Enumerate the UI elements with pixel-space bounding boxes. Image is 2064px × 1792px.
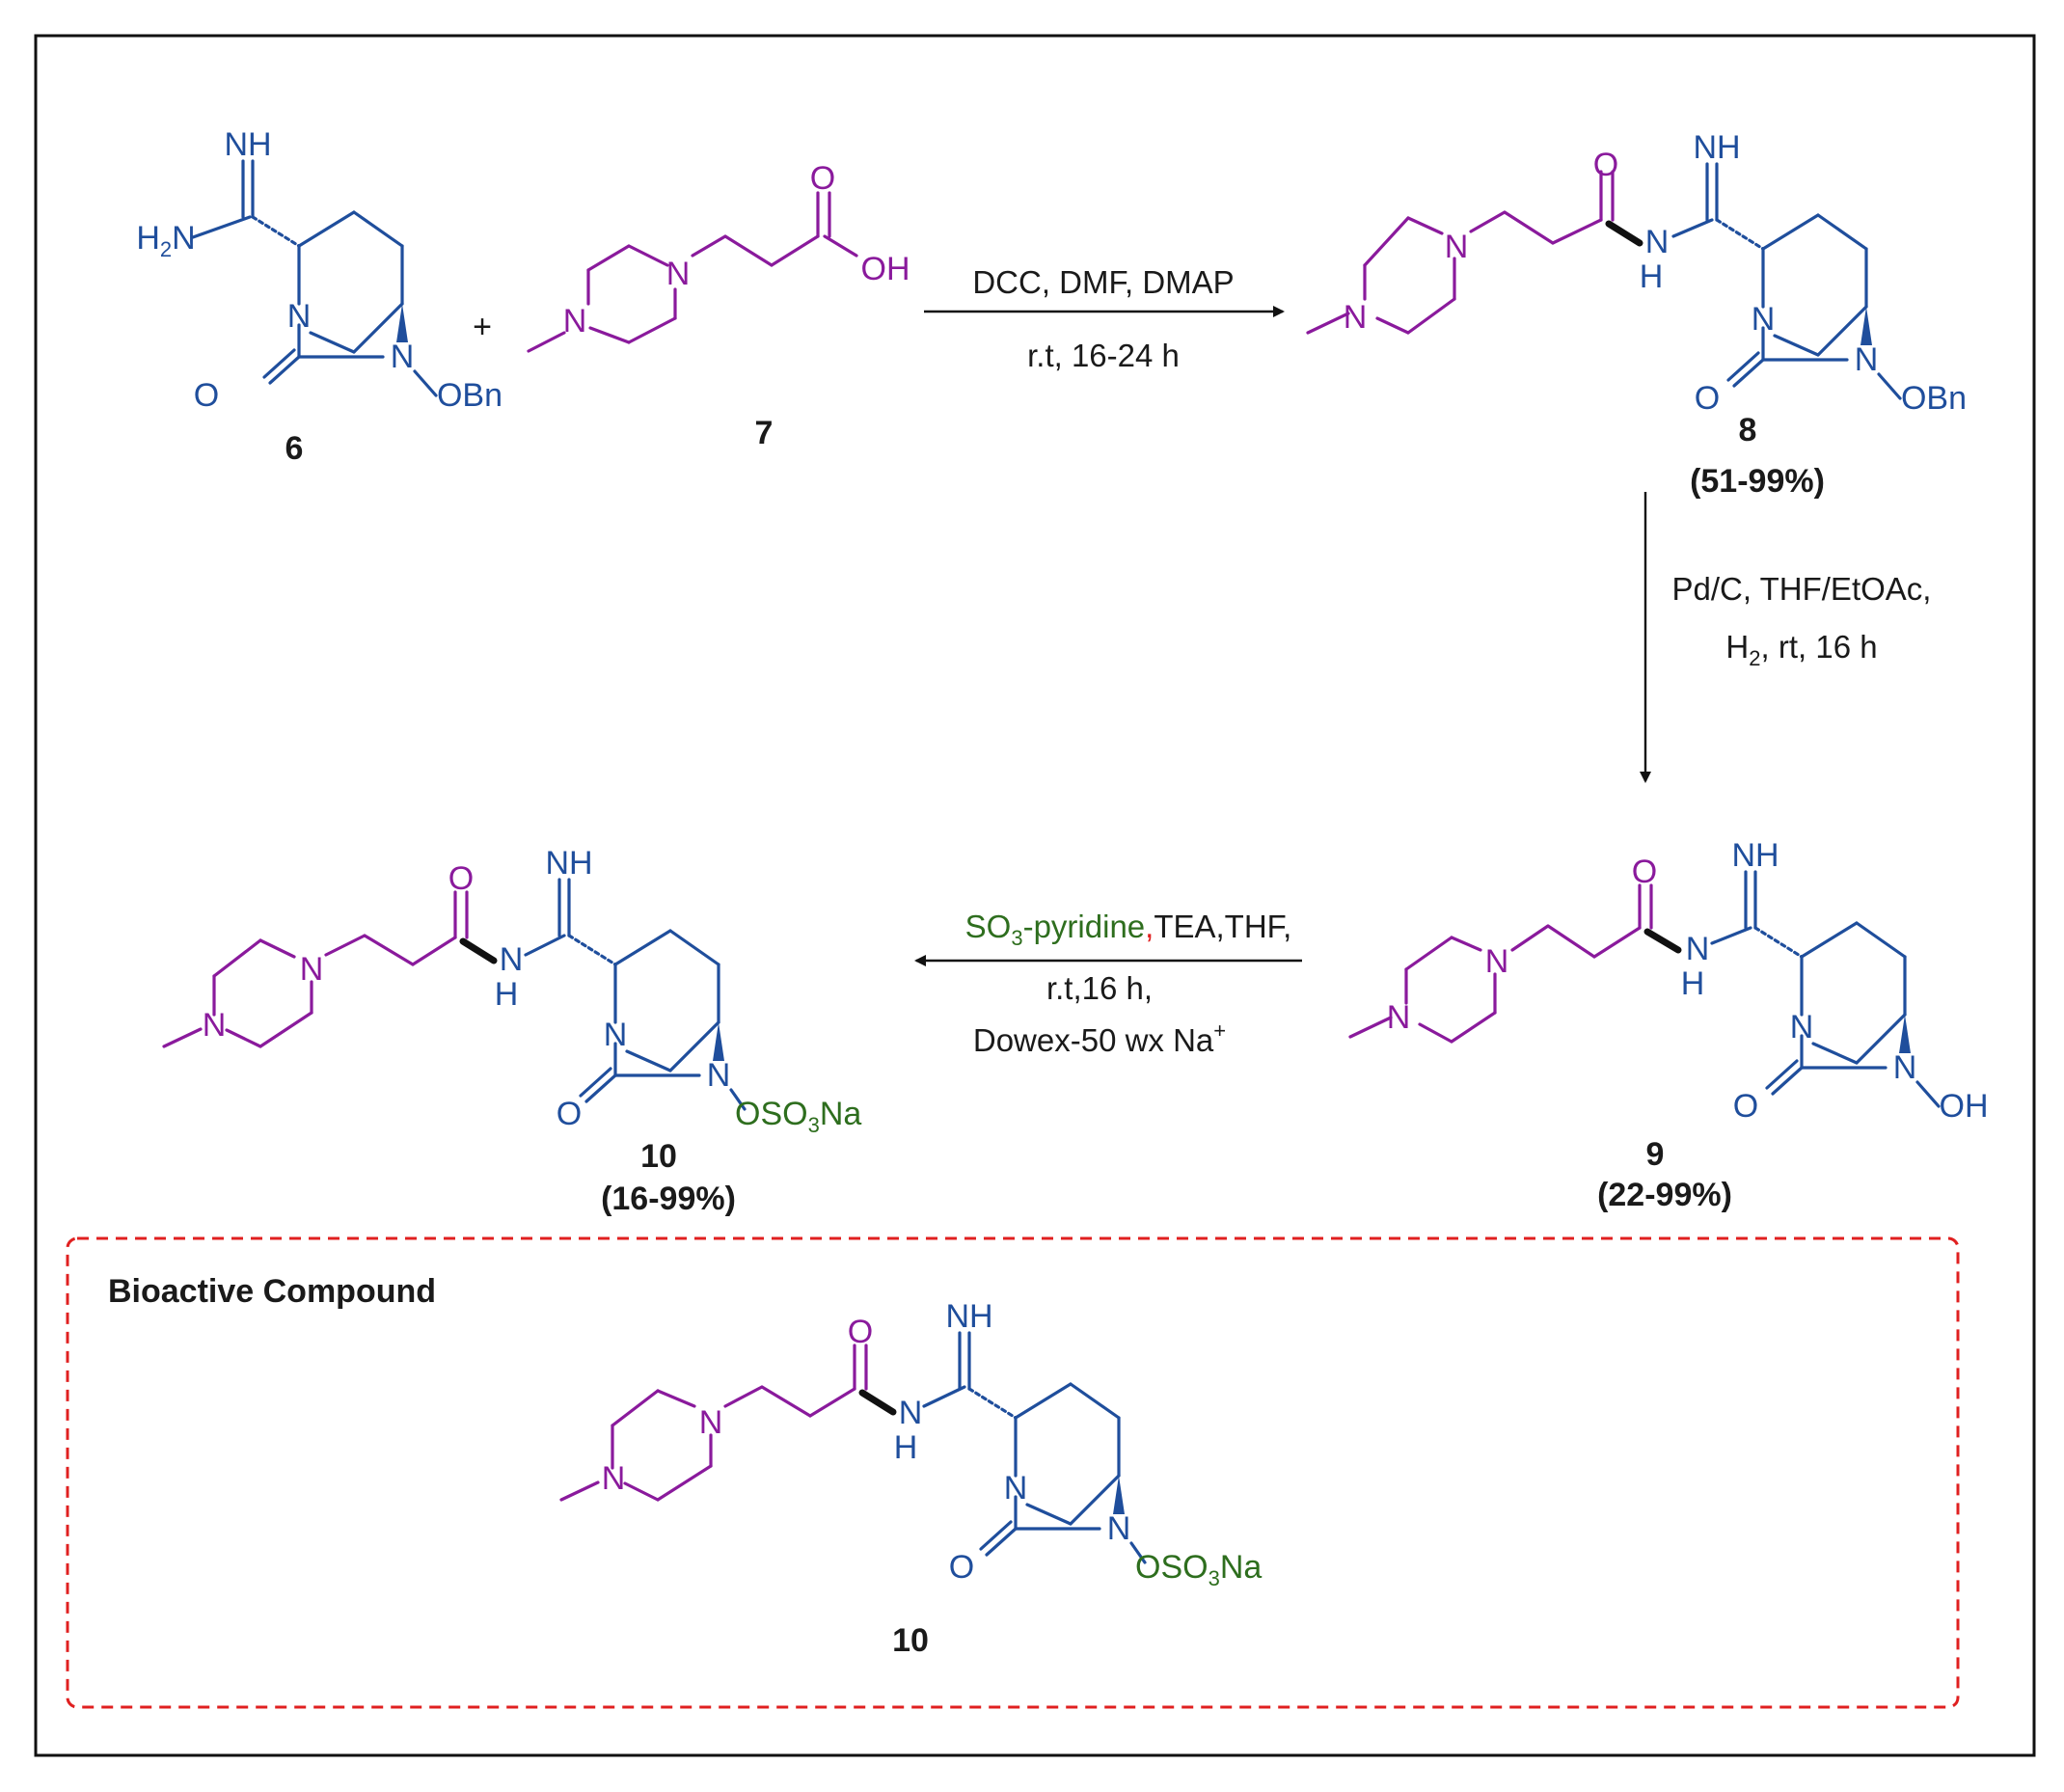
osulfate-label: OSO3Na [735,1096,861,1137]
highlight-box [66,1236,1960,1709]
carbonyl-o-label: O [1632,854,1657,890]
imine-label: NH [945,1298,992,1335]
compound-9-label: 9 [1646,1136,1665,1173]
amide-n-label: N [500,941,524,978]
amide-h-label: H [894,1429,918,1466]
carbonyl-o-label: O [949,1549,974,1586]
compound-7-label: 7 [755,415,774,451]
carboxyl-oh-label: OH [861,251,910,287]
step3-workup: Dowex-50 wx Na+ [973,1018,1226,1058]
compound-9-yield: (22-99%) [1597,1177,1732,1213]
compound-8-label: 8 [1739,412,1757,448]
compound-8: N N O N H NH N N O OBn [1306,129,1967,417]
n-label: N [1445,229,1469,265]
n-label: N [1344,299,1368,336]
carbonyl-o-label: O [1695,380,1720,417]
carbonyl-o-label: O [1733,1088,1758,1125]
n-label: N [699,1404,723,1441]
step3-conditions: r.t,16 h, [1046,970,1153,1006]
step2-reagents: Pd/C, THF/EtOAc, [1672,571,1932,607]
ring-n-label: N [1752,301,1776,338]
plus-sign: + [473,309,492,345]
n-label: N [563,303,587,339]
n-label: N [666,256,691,292]
n-label: N [1387,999,1411,1036]
imine-label: NH [545,845,592,882]
obn-label: OBn [437,377,502,414]
amide-n-label: N [1686,931,1710,967]
n-label: N [602,1460,626,1497]
compound-8-yield: (51-99%) [1690,463,1825,500]
n-label: N [203,1007,227,1044]
step3-reagents: SO3-pyridine,TEA,THF, [965,909,1292,950]
n-label: N [1485,943,1509,980]
carbonyl-o-label: O [448,860,474,897]
step2-conditions: H2, rt, 16 h [1725,629,1877,670]
oxime-n-label: N [1855,341,1879,378]
obn-label: OBn [1901,380,1967,417]
amide-h-label: H [495,976,519,1013]
step1-reagents: DCC, DMF, DMAP [972,264,1234,300]
oxime-n-label: N [707,1057,731,1094]
ring-n-label: N [1790,1009,1814,1045]
carbonyl-o-label: O [810,160,835,197]
imine-label: NH [1693,129,1740,166]
compound-10-yield: (16-99%) [601,1181,736,1217]
compound-6: NH H2N N N O OBn [136,126,502,414]
compound-10: N N O N H NH N N O OSO3Na [162,845,861,1137]
ring-n-label: N [1004,1470,1028,1507]
amide-h-label: H [1681,965,1705,1002]
amine-label: H2N [136,220,195,261]
imine-label: NH [1731,837,1779,874]
compound-10-label: 10 [640,1138,677,1175]
carbonyl-o-label: O [848,1314,873,1350]
ring-n-label: N [287,298,312,335]
carbonyl-o-label: O [194,377,219,414]
highlight-title: Bioactive Compound [108,1273,436,1310]
compound-6-label: 6 [285,430,304,467]
oxime-n-label: N [1893,1049,1917,1086]
n-label: N [300,951,324,988]
compound-7: N N O OH [527,160,910,353]
ring-n-label: N [604,1017,628,1053]
imine-label: NH [224,126,271,163]
amide-n-label: N [899,1395,923,1431]
osulfate-label: OSO3Na [1135,1549,1262,1590]
compound-9: N N O N H NH N N O OH [1348,837,1989,1125]
oxime-n-label: N [391,339,415,375]
oh-label: OH [1940,1088,1989,1125]
carbonyl-o-label: O [557,1096,582,1132]
amide-n-label: N [1645,224,1670,260]
bioactive-compound-label: 10 [892,1622,929,1659]
step1-conditions: r.t, 16-24 h [1027,338,1180,373]
carbonyl-o-label: O [1593,147,1618,183]
amide-h-label: H [1640,258,1664,295]
oxime-n-label: N [1107,1510,1131,1547]
outer-frame [34,34,2036,1757]
bioactive-compound-10: N N O N H NH N N O OSO3Na [559,1298,1262,1590]
